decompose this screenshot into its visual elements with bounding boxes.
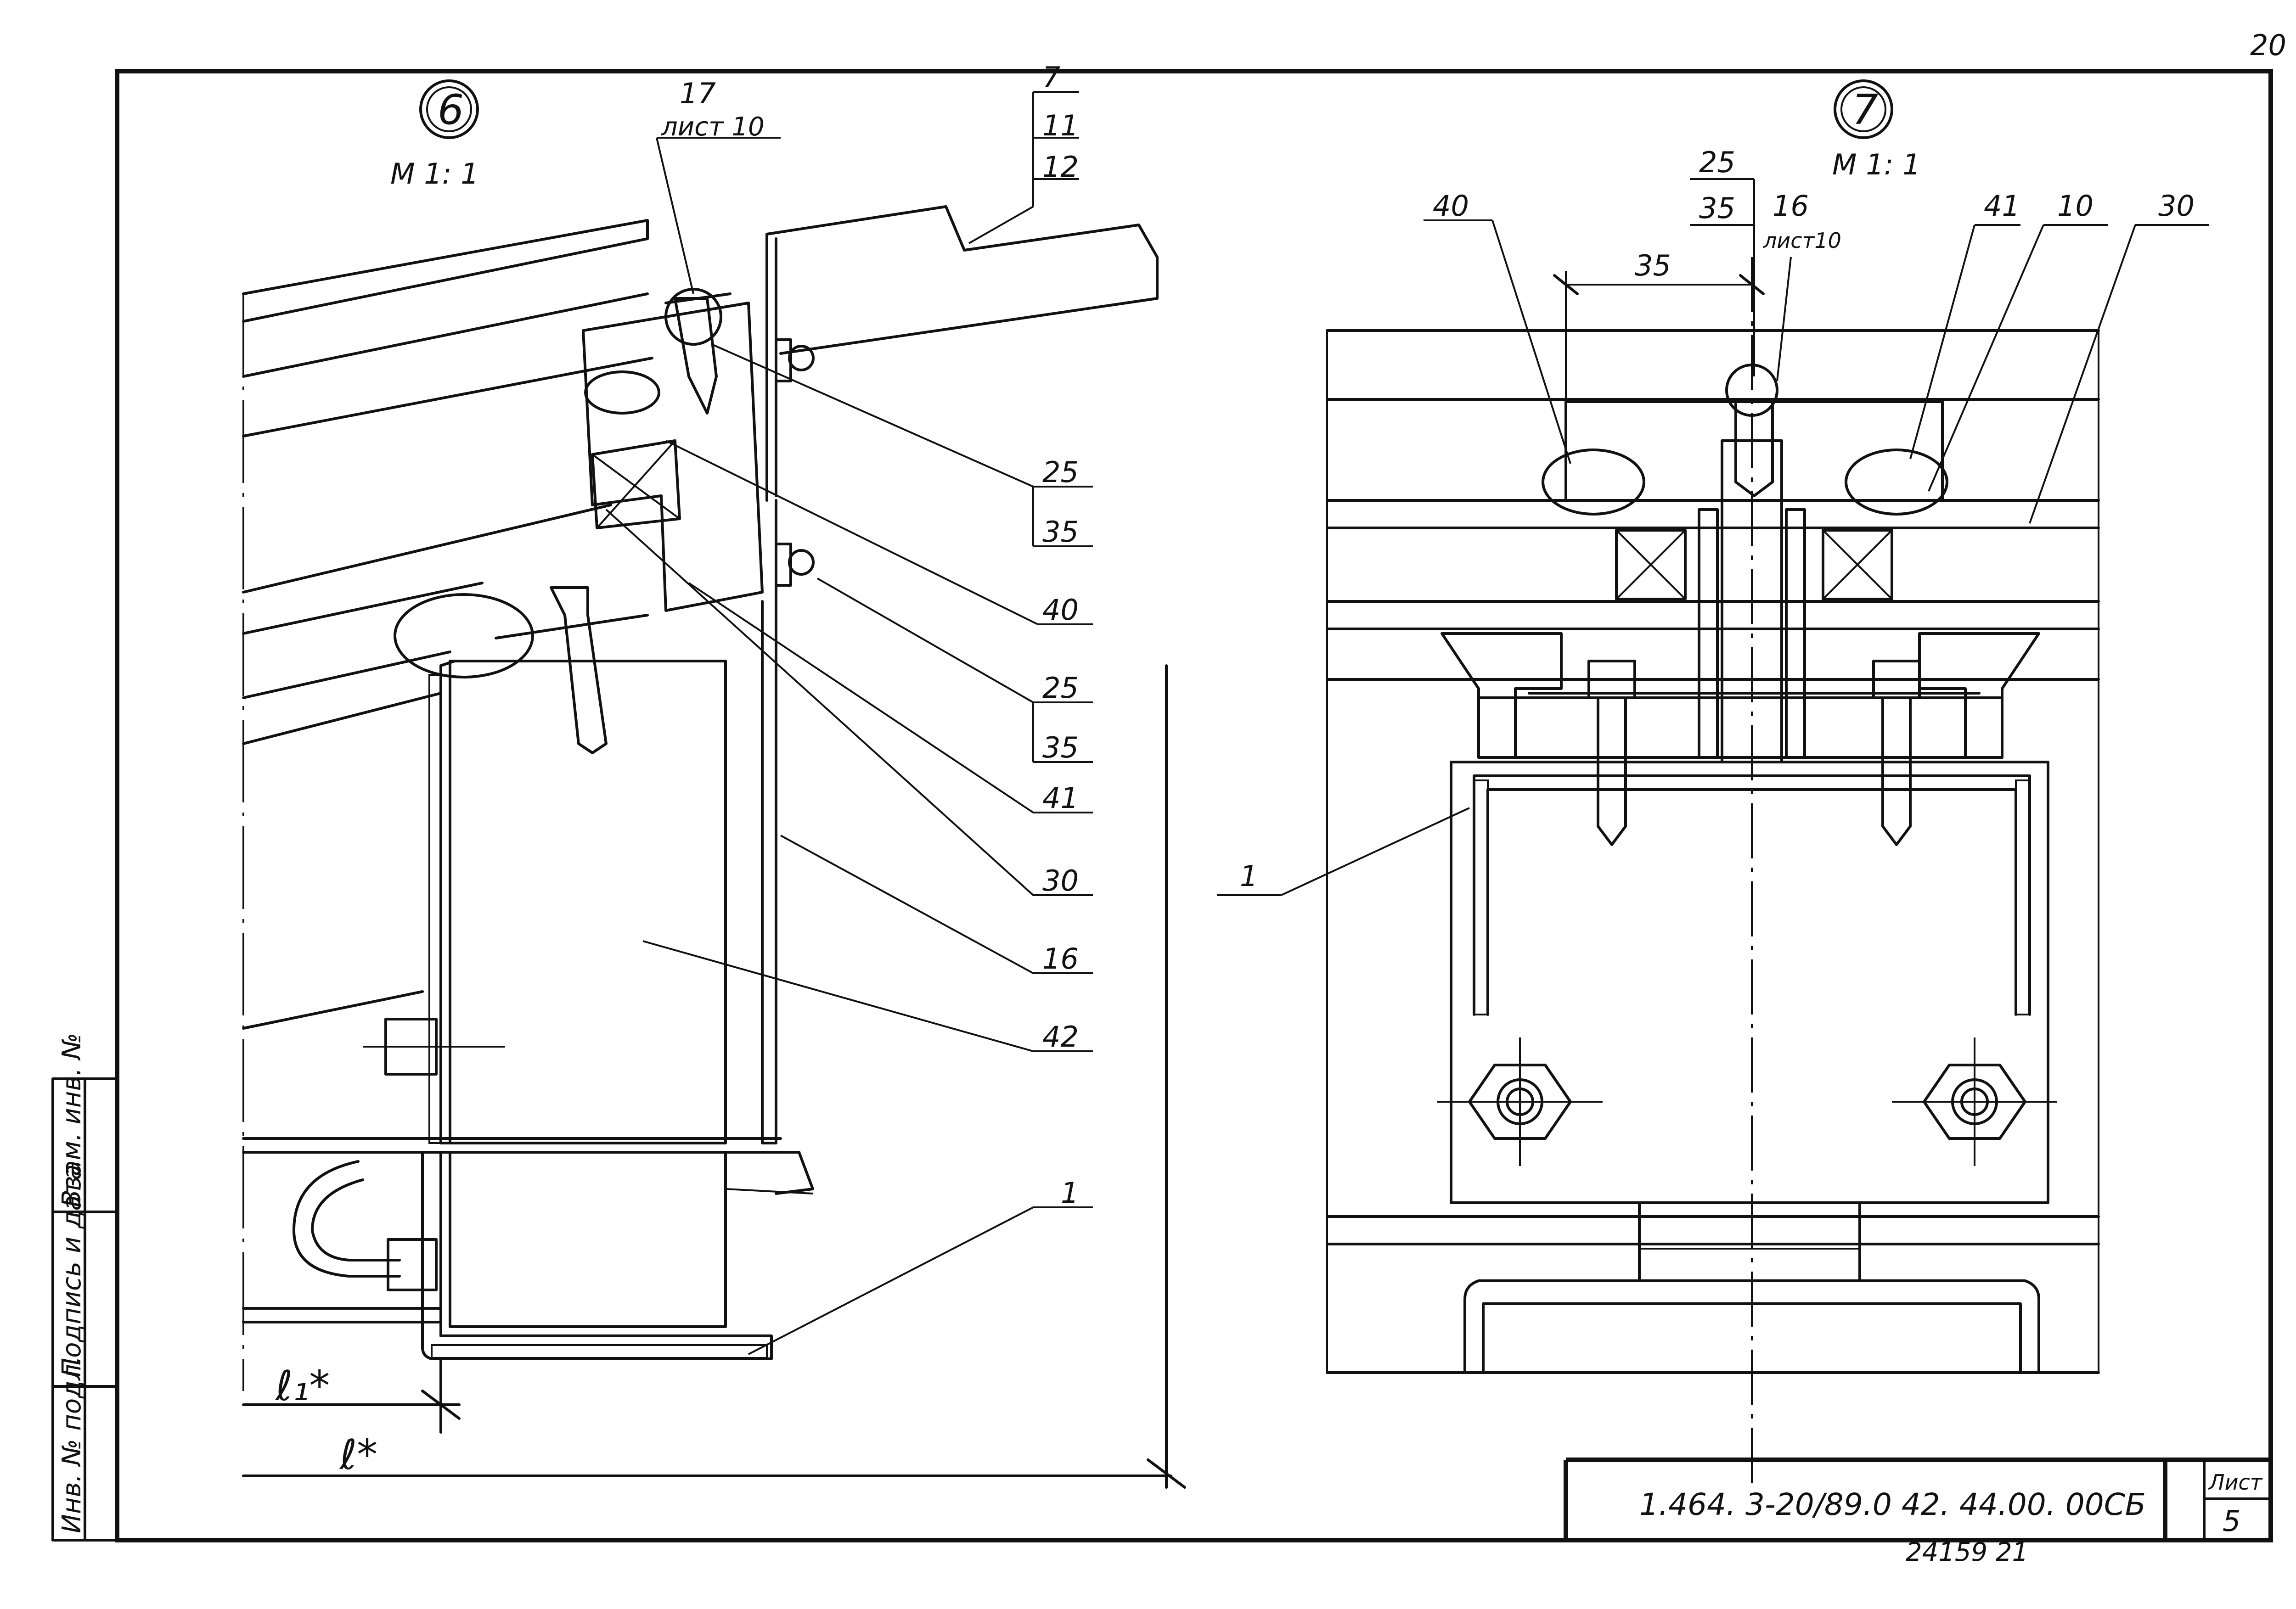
stamp-inv-no: Инв. № подл. <box>57 1356 87 1533</box>
callout-30: 30 <box>1042 864 1079 897</box>
detail-6-number: 6 <box>438 86 464 134</box>
callout-41-right: 41 <box>1984 189 2020 223</box>
callout-35-right: 35 <box>1699 191 1735 225</box>
callout-list10: лист 10 <box>661 112 765 142</box>
archive-number: 24159 21 <box>1906 1537 2028 1567</box>
callout-1-right: 1 <box>1240 859 1258 893</box>
dim-l1: ℓ₁* <box>275 1362 330 1410</box>
detail-6-scale: М 1: 1 <box>390 157 479 191</box>
stamp-signature: Подпись и дата <box>57 1164 87 1377</box>
callout-11: 11 <box>1042 109 1079 142</box>
callout-41: 41 <box>1042 781 1079 815</box>
sheet-label: Лист <box>2208 1470 2263 1495</box>
detail-7-number: 7 <box>1852 86 1878 134</box>
callout-list10-right: лист10 <box>1763 228 1841 253</box>
callout-17: 17 <box>680 77 716 110</box>
callout-16-right: 16 <box>1773 189 1809 223</box>
callout-16: 16 <box>1042 942 1079 975</box>
callout-35b: 35 <box>1042 731 1079 764</box>
detail-7-scale: М 1: 1 <box>1832 148 1921 181</box>
callout-30-right: 30 <box>2158 189 2195 223</box>
callout-10-right: 10 <box>2057 189 2093 223</box>
callout-25a: 25 <box>1042 455 1079 489</box>
side-stamp <box>51 1077 118 1542</box>
page-number: 20 <box>2250 28 2286 62</box>
callout-1-left: 1 <box>1061 1176 1079 1210</box>
detail-6-drawing <box>242 79 1186 1489</box>
callout-12: 12 <box>1042 150 1079 184</box>
detail-7-drawing <box>1217 79 2209 1483</box>
callout-25-right: 25 <box>1699 146 1735 179</box>
dim-l: ℓ* <box>339 1431 377 1479</box>
sheet-frame <box>115 69 2273 1542</box>
drawing-designation: 1.464. 3-20/89.0 42. 44.00. 00СБ <box>1639 1487 2146 1522</box>
stamp-replace-no: Взам. инв. № <box>57 1033 87 1207</box>
callout-35a: 35 <box>1042 515 1079 549</box>
callout-40: 40 <box>1042 593 1079 627</box>
sheet-number: 5 <box>2223 1504 2240 1538</box>
callout-25b: 25 <box>1042 671 1079 705</box>
dim-35: 35 <box>1635 249 1671 282</box>
callout-42: 42 <box>1042 1020 1079 1054</box>
callout-7: 7 <box>1042 61 1060 94</box>
callout-40-right: 40 <box>1433 189 1469 223</box>
